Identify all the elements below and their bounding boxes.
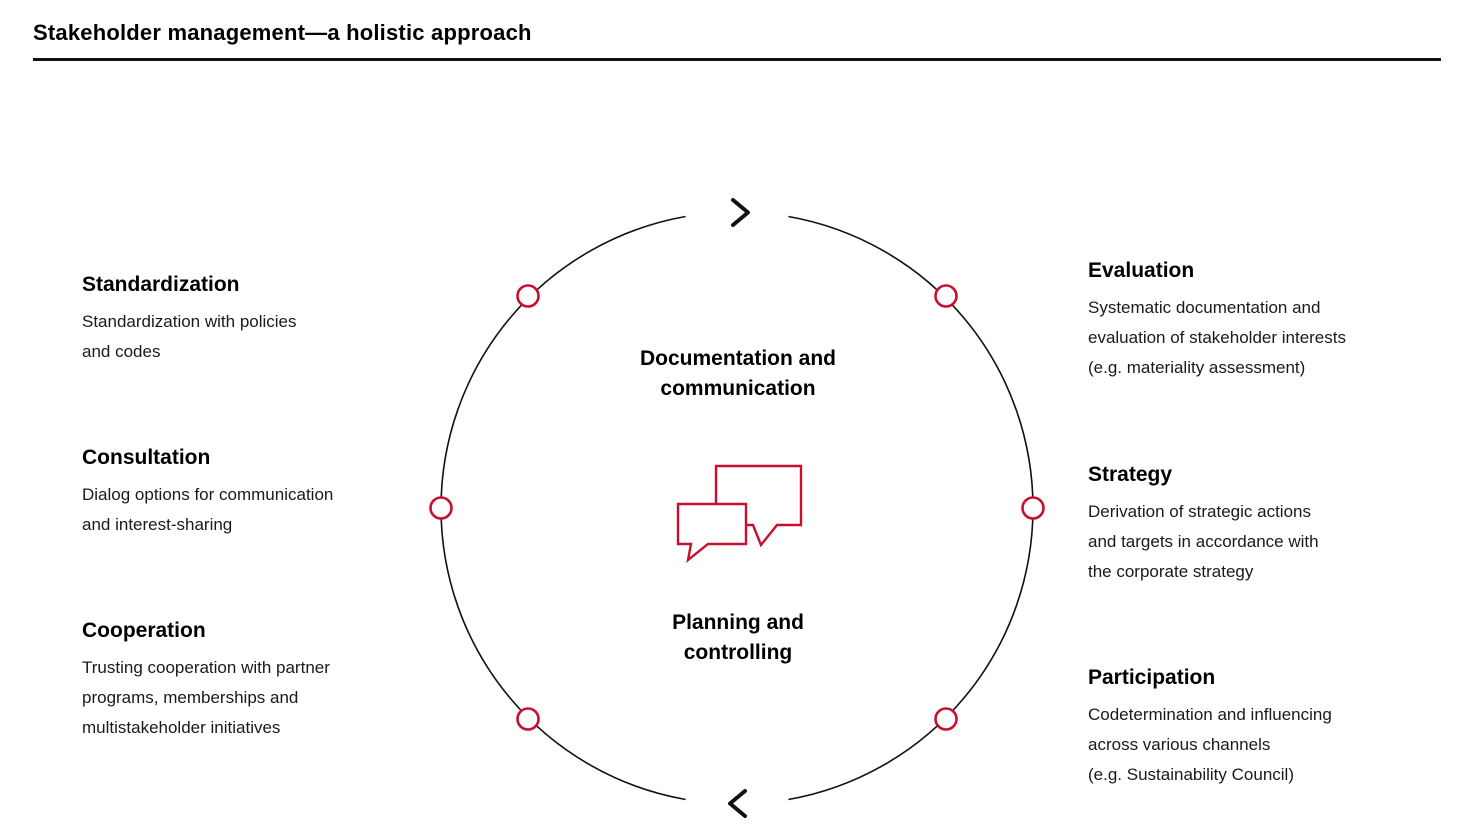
label-body-line: programs, memberships and: [82, 688, 299, 707]
label-block-standardization: Standardization Standardization with pol…: [82, 272, 297, 367]
cycle-nodes: [429, 284, 1045, 731]
circle-node-icon: [516, 707, 540, 731]
label-body-line: multistakeholder initiatives: [82, 718, 281, 737]
speech-bubbles-icon: [676, 464, 803, 563]
label-heading-consultation: Consultation: [82, 446, 211, 469]
speech-bubble-small: [676, 502, 748, 563]
circle-node-icon: [934, 707, 958, 731]
center-label-documentation: Documentation and communication: [578, 344, 898, 404]
label-block-participation: Participation Codetermination and influe…: [1088, 665, 1332, 790]
cycle-arc-right: [788, 215, 1034, 801]
center-label-line: Planning and: [672, 611, 804, 634]
label-body-line: and codes: [82, 342, 161, 361]
label-body-line: and targets in accordance with: [1088, 532, 1319, 551]
label-heading-evaluation: Evaluation: [1088, 259, 1195, 282]
center-label-line: communication: [660, 377, 816, 400]
center-label-planning: Planning and controlling: [578, 608, 898, 668]
label-block-consultation: Consultation Dialog options for communic…: [82, 445, 333, 540]
label-block-evaluation: Evaluation Systematic documentation and …: [1088, 258, 1346, 383]
label-block-cooperation: Cooperation Trusting cooperation with pa…: [82, 618, 330, 743]
circle-node-icon: [429, 496, 453, 520]
label-block-strategy: Strategy Derivation of strategic actions…: [1088, 462, 1319, 587]
chevron-left-icon: [728, 789, 747, 818]
label-body-line: Standardization with policies: [82, 312, 297, 331]
label-heading-cooperation: Cooperation: [82, 619, 206, 642]
center-label-line: controlling: [683, 641, 793, 664]
title-divider: [33, 58, 1441, 61]
label-body-line: the corporate strategy: [1088, 562, 1254, 581]
label-body-line: Trusting cooperation with partner: [82, 658, 330, 677]
circle-node-icon: [1021, 496, 1045, 520]
label-heading-standardization: Standardization: [82, 273, 240, 296]
label-body-line: and interest-sharing: [82, 515, 233, 534]
label-body-line: Codetermination and influencing: [1088, 705, 1332, 724]
circle-node-icon: [934, 284, 958, 308]
circle-node-icon: [516, 284, 540, 308]
label-heading-strategy: Strategy: [1088, 463, 1173, 486]
page-title: Stakeholder management—a holistic approa…: [33, 20, 532, 45]
label-body-line: across various channels: [1088, 735, 1271, 754]
chevron-right-icon: [731, 198, 750, 227]
label-heading-participation: Participation: [1088, 666, 1216, 689]
label-body-line: (e.g. Sustainability Council): [1088, 765, 1294, 784]
label-body-line: (e.g. materiality assessment): [1088, 358, 1306, 377]
label-body-line: Systematic documentation and: [1088, 298, 1321, 317]
cycle-arc-left: [440, 215, 686, 801]
label-body-line: Dialog options for communication: [82, 485, 334, 504]
label-body-line: evaluation of stakeholder interests: [1088, 328, 1346, 347]
label-body-line: Derivation of strategic actions: [1088, 502, 1311, 521]
center-label-line: Documentation and: [639, 347, 836, 370]
